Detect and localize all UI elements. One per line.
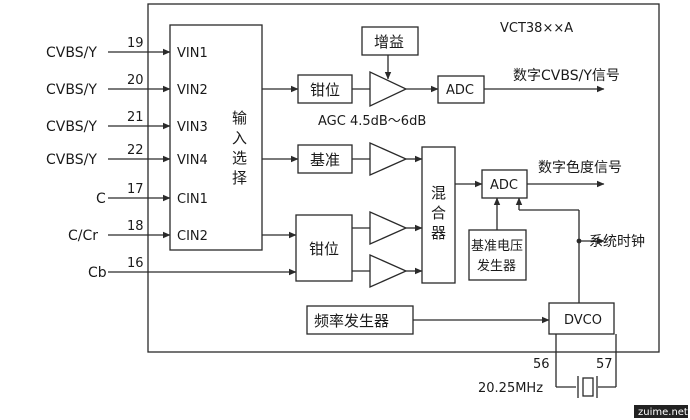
mixer-label-2: 合 [431, 204, 446, 222]
input-row-vin3: CVBS/Y 21 VIN3 [46, 110, 208, 135]
reference-label: 基准 [310, 151, 340, 169]
dvco-label: DVCO [564, 313, 602, 328]
adc-block-1 [437, 75, 485, 104]
freq-gen-label: 频率发生器 [314, 312, 389, 330]
pin-number: 19 [127, 36, 144, 51]
adc-block-2 [481, 169, 528, 199]
clamp-block-2 [295, 214, 353, 282]
port-label: CIN2 [177, 229, 208, 244]
reference-voltage-generator [468, 229, 527, 281]
mixer-label-1: 混 [431, 184, 446, 202]
selector-label-3: 选 [232, 149, 247, 167]
chip-name: VCT38××A [500, 21, 573, 36]
crystal-pin-left: 56 [533, 357, 550, 372]
chroma-amplifier-cr [369, 210, 408, 246]
input-signal: CVBS/Y [46, 45, 97, 61]
reference-block [297, 144, 353, 174]
adc-label-1: ADC [446, 83, 474, 98]
port-label: VIN1 [177, 46, 208, 61]
frequency-generator [306, 305, 414, 335]
input-signal: Cb [88, 265, 107, 281]
digital-cvbs-output: 数字CVBS/Y信号 [513, 68, 620, 84]
agc-range-label: AGC 4.5dB～6dB [318, 114, 426, 129]
watermark-bg [634, 405, 688, 418]
chip-outline [147, 3, 660, 353]
pin-number: 20 [127, 73, 144, 88]
selector-label-4: 择 [232, 169, 247, 187]
input-row-vin4: CVBS/Y 22 VIN4 [46, 143, 208, 168]
watermark: zuime.net [638, 407, 688, 418]
input-row-cin2: C/Cr 18 CIN2 [68, 219, 208, 244]
mixer-block [421, 146, 456, 284]
crystal-pin-right: 57 [596, 357, 613, 372]
input-row-vin2: CVBS/Y 20 VIN2 [46, 73, 208, 98]
chroma-amplifier-cb [369, 253, 408, 289]
ref-gen-line-1: 基准电压 [471, 239, 523, 254]
port-label: CIN1 [177, 192, 208, 207]
input-row-vin1: CVBS/Y 19 VIN1 [46, 36, 208, 61]
input-row-cin1: C 17 CIN1 [96, 182, 208, 207]
gain-block [361, 26, 419, 56]
crystal-frequency: 20.25MHz [478, 381, 543, 396]
pin-number: 17 [127, 182, 144, 197]
port-label: VIN2 [177, 83, 208, 98]
pin-number: 22 [127, 143, 144, 158]
adc-label-2: ADC [490, 178, 518, 193]
dvco-block [548, 302, 615, 335]
agc-amplifier [369, 70, 408, 108]
crystal-body [582, 377, 594, 397]
digital-chroma-output: 数字色度信号 [538, 159, 622, 176]
input-signal: C/Cr [68, 228, 98, 244]
clamp-label-2: 钳位 [309, 240, 339, 258]
port-label: VIN3 [177, 120, 208, 135]
gain-label: 增益 [374, 33, 404, 51]
reference-amplifier [369, 141, 408, 177]
input-signal: C [96, 191, 106, 207]
pin-number: 18 [127, 219, 144, 234]
input-signal: CVBS/Y [46, 82, 97, 98]
clamp-label-1: 钳位 [310, 81, 340, 99]
input-signal: CVBS/Y [46, 152, 97, 168]
system-clock-output: 系统时钟 [589, 233, 645, 250]
input-selector-box [169, 24, 263, 251]
pin-number: 16 [127, 256, 144, 271]
port-label: VIN4 [177, 153, 208, 168]
ref-gen-line-2: 发生器 [477, 258, 516, 274]
mixer-label-3: 器 [431, 224, 446, 242]
input-row-cb: Cb 16 [88, 256, 297, 281]
input-signal: CVBS/Y [46, 119, 97, 135]
pin-number: 21 [127, 110, 144, 125]
selector-label-2: 入 [232, 129, 247, 147]
selector-label-1: 输 [232, 109, 247, 127]
